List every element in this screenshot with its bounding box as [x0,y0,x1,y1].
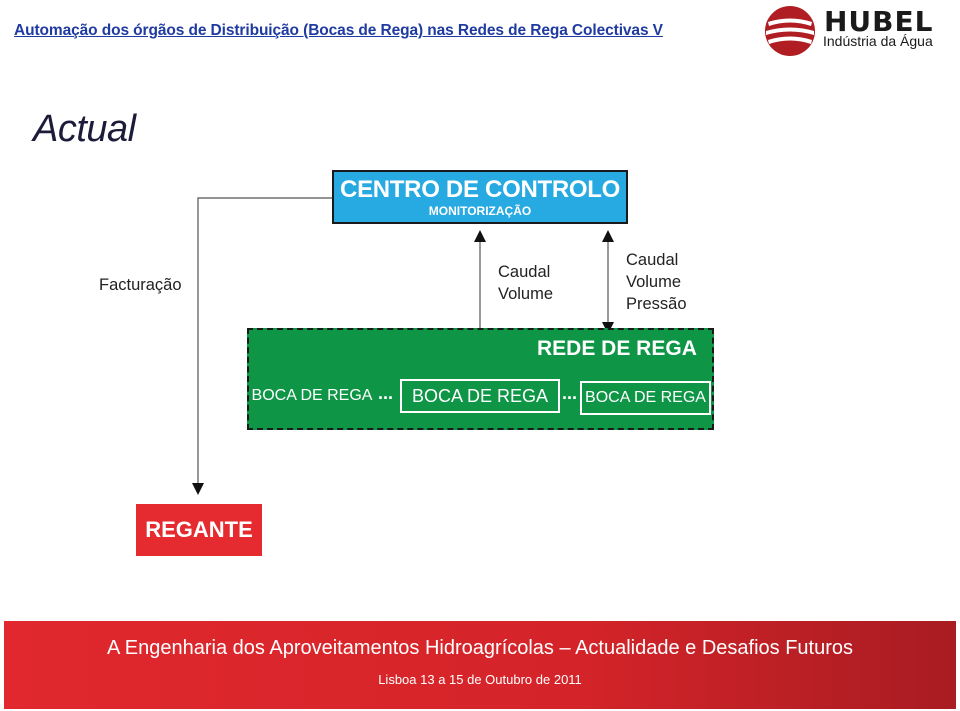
footer-subtitle: Lisboa 13 a 15 de Outubro de 2011 [378,672,582,687]
facturacao-label: Facturação [99,276,182,294]
centro-de-controlo-box: CENTRO DE CONTROLO MONITORIZAÇÃO [332,170,628,224]
volume-label: Volume [498,285,554,303]
caudal-label: Caudal [626,251,679,269]
centro-title: CENTRO DE CONTROLO [340,176,620,203]
centro-subtitle: MONITORIZAÇÃO [428,204,532,218]
arrow-up-icon [602,230,614,242]
regante-box: REGANTE [136,504,262,556]
pressao-label: Pressão [626,295,687,313]
slide-title: Actual [33,108,136,150]
header-title: Automação dos órgãos de Distribuição (Bo… [14,22,663,39]
logo-wordmark: HUBEL [824,5,934,38]
hubel-mark-icon [765,6,815,56]
caudal-label: Caudal [498,263,551,281]
flow-up-labels: Caudal Volume [498,261,553,305]
logo-subtitle: Indústria da Água [823,33,933,49]
volume-label: Volume [626,273,682,291]
separator-dots: ... [378,383,394,403]
footer-title: A Engenharia dos Aproveitamentos Hidroag… [107,637,853,659]
flow-down-labels: Caudal Volume Pressão [626,249,687,315]
footer-banner: A Engenharia dos Aproveitamentos Hidroag… [4,621,956,709]
boca-de-rega-3: BOCA DE REGA [580,381,711,415]
facturacao-connector [197,197,333,484]
regante-arrow-icon [192,483,204,495]
boca-de-rega-2: BOCA DE REGA [400,379,560,413]
boca-de-rega-1: BOCA DE REGA [251,387,373,404]
arrow-up-icon [474,230,486,242]
separator-dots: ... [562,383,578,403]
hubel-logo: HUBEL Indústria da Água [764,3,954,59]
rede-title: REDE DE REGA [537,337,697,360]
